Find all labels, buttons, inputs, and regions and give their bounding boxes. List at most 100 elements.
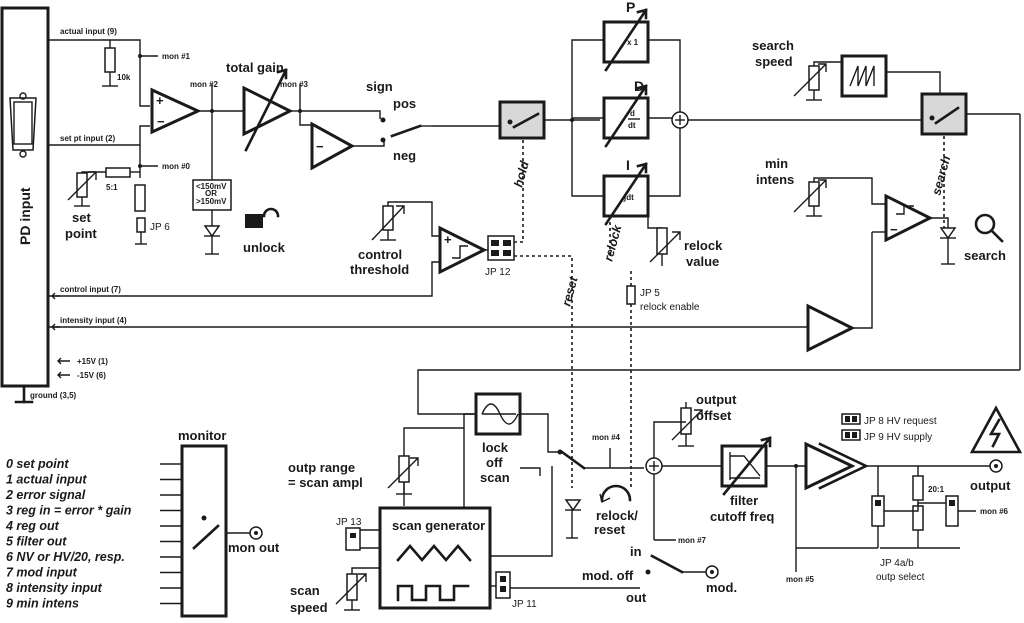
svg-text:+: +: [156, 93, 164, 108]
total-gain-label: total gain: [226, 60, 284, 75]
mod-off-label: mod. off: [582, 568, 634, 583]
search-label: search: [964, 248, 1006, 263]
lock-off-scan-1: lock: [482, 440, 509, 455]
relock-label: relock: [601, 223, 624, 263]
filter-block: filter cutoff freq mon #5: [710, 436, 815, 584]
min-intens-block: min intens −: [756, 156, 957, 329]
svg-text:−: −: [157, 114, 165, 129]
pd-input-label: PD input: [17, 187, 33, 245]
intensity-amplifier: [48, 303, 856, 353]
output-selector: 20:1 mon #6 JP 4a/b outp select: [796, 466, 1009, 583]
set-point-path: mon #0 5:1 set point JP 6: [48, 125, 191, 245]
ratio-20-1-label: 20:1: [928, 485, 945, 494]
control-threshold-1: control: [358, 247, 402, 262]
output-offset-2: offset: [696, 408, 732, 423]
hold-label: hold: [511, 159, 531, 188]
output-offset: output offset mon #7: [645, 392, 737, 545]
inverter-amplifier: −: [310, 121, 385, 171]
control-threshold-2: threshold: [350, 262, 409, 277]
scan-generator-label: scan generator: [392, 518, 485, 533]
svg-text:−: −: [890, 222, 898, 237]
filter-1: filter: [730, 493, 758, 508]
search-block: search speed: [417, 38, 1021, 415]
jp12-label: JP 12: [485, 267, 511, 278]
relock-enable-label: relock enable: [640, 302, 700, 313]
output-label: output: [970, 478, 1011, 493]
min-intens-2: intens: [756, 172, 794, 187]
monitor-list-item: 3 reg in = error * gain: [6, 504, 132, 518]
jp8-label: JP 8 HV request: [864, 416, 937, 427]
mon3-label: mon #3: [280, 80, 309, 89]
relock-reset-indicator: relock/ reset: [564, 484, 638, 539]
search-speed-1: search: [752, 38, 794, 53]
mon-out-label: mon out: [228, 540, 280, 555]
mon1-label: mon #1: [162, 52, 191, 61]
ground-label: ground (3,5): [30, 391, 77, 400]
relock-reset-1: relock/: [596, 508, 638, 523]
mod-label: mod.: [706, 580, 737, 595]
actual-input-path: 10k mon #1: [48, 39, 191, 107]
outp-range: outp range = scan ampl: [288, 455, 419, 495]
jp13-jumper[interactable]: [345, 527, 361, 551]
jp5-label: JP 5: [640, 288, 660, 299]
m15-label: -15V (6): [77, 371, 106, 380]
scan-speed-2: speed: [290, 600, 328, 615]
hold-switch[interactable]: [498, 100, 600, 140]
lock-off-scan-block: lock off scan: [403, 392, 558, 508]
hv-amplifier: output: [804, 441, 1011, 493]
window-3: >150mV: [196, 197, 227, 206]
scan-generator: scan generator: [378, 466, 553, 610]
lock-off-scan-2: off: [486, 455, 503, 470]
jp13-label: JP 13: [336, 517, 362, 528]
jp5-jumper[interactable]: [626, 285, 636, 305]
ratio-5-1-label: 5:1: [106, 183, 118, 192]
pd-input-connector: PD input: [0, 6, 50, 404]
sign-switch[interactable]: sign pos neg: [366, 79, 500, 163]
i-label: I: [626, 157, 630, 173]
set-pt-input-label: set pt input (2): [60, 134, 115, 143]
control-input-label: control input (7): [60, 285, 121, 294]
d-num-label: d: [630, 109, 635, 118]
total-gain-amplifier: total gain mon #3: [226, 60, 381, 152]
mod-switch[interactable]: in mod. off out mod.: [582, 544, 737, 605]
search-icon: [974, 213, 1004, 243]
relock-reset-2: reset: [594, 522, 626, 537]
mon2-label: mon #2: [190, 80, 219, 89]
mon7-label: mon #7: [678, 536, 707, 545]
relock-value-1: relock: [684, 238, 723, 253]
p-label: P: [626, 0, 635, 15]
lock-scan-switch[interactable]: mon #4: [520, 433, 644, 476]
jp4-label-1: JP 4a/b: [880, 558, 914, 569]
mon6-label: mon #6: [980, 507, 1009, 516]
monitor-list-item: 0 set point: [6, 457, 69, 471]
d-label: D: [634, 78, 644, 94]
search-label-vert: search: [929, 154, 953, 197]
unlock-label: unlock: [243, 240, 286, 255]
mon4-label: mon #4: [592, 433, 621, 442]
control-threshold: control threshold +: [48, 201, 488, 297]
jp12-jumper[interactable]: JP 12: [485, 235, 515, 278]
p15-label: +15V (1): [77, 357, 108, 366]
monitor-label: monitor: [178, 428, 226, 443]
monitor-list-item: 4 reg out: [5, 519, 60, 533]
outp-range-2: = scan ampl: [288, 475, 363, 490]
high-voltage-warning-icon: [969, 405, 1023, 454]
jp8-jp9-jumpers[interactable]: JP 8 HV request JP 9 HV supply: [841, 413, 937, 443]
min-intens-1: min: [765, 156, 788, 171]
filter-2: cutoff freq: [710, 509, 774, 524]
monitor-list-item: 7 mod input: [6, 566, 78, 580]
sign-label: sign: [366, 79, 393, 94]
jp11-jumper[interactable]: [495, 571, 511, 599]
jp4-label-2: outp select: [876, 572, 925, 583]
svg-text:−: −: [316, 139, 324, 154]
monitor-list-item: 8 intensity input: [6, 581, 103, 595]
resistor-10k-label: 10k: [117, 73, 131, 82]
window-1: <150mV: [196, 182, 227, 191]
set-point-label-1: set: [72, 210, 91, 225]
pos-label: pos: [393, 96, 416, 111]
jp11-label: JP 11: [512, 599, 537, 610]
i-int-label: ∫dt: [623, 193, 634, 202]
reset-label: reset: [559, 274, 580, 307]
out-label: out: [626, 590, 647, 605]
